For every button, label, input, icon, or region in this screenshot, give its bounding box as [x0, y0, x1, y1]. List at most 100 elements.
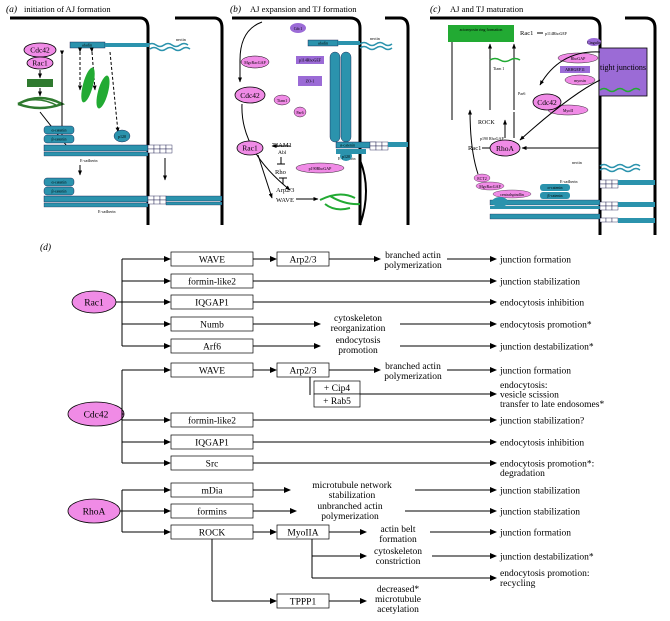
- svg-text:polymerization: polymerization: [384, 261, 442, 271]
- cell-membrane-right-b: [385, 16, 410, 225]
- rac1-tree-label: Rac1: [84, 299, 104, 309]
- svg-text:ROCK: ROCK: [478, 120, 495, 126]
- svg-text:junction destabilization*: junction destabilization*: [499, 553, 594, 563]
- panel-c-title: AJ and TJ maturation: [450, 4, 524, 14]
- svg-text:endocytosis promotion:: endocytosis promotion:: [500, 569, 589, 579]
- svg-text:junction stabilization: junction stabilization: [499, 278, 580, 288]
- svg-text:IQGAP1: IQGAP1: [195, 299, 229, 309]
- svg-text:decreased*: decreased*: [377, 585, 419, 595]
- svg-text:degradation: degradation: [500, 469, 545, 479]
- svg-text:tight junctions: tight junctions: [600, 63, 646, 72]
- svg-text:Src: Src: [206, 460, 219, 470]
- svg-text:ROCK: ROCK: [199, 529, 226, 539]
- svg-text:p190 RhoGAP: p190 RhoGAP: [480, 136, 504, 141]
- svg-text:formation: formation: [379, 534, 417, 545]
- e-cadherin-bar-2: [43, 195, 149, 203]
- cdc42-node-b: [234, 86, 266, 104]
- svg-text:p114RhoGEF: p114RhoGEF: [545, 31, 568, 36]
- rhoa-tree-label: RhoA: [83, 508, 106, 518]
- svg-text:cytoskeleton: cytoskeleton: [374, 547, 422, 557]
- panel-a-title: initiation of AJ formation: [24, 4, 111, 14]
- svg-text:junction destabilization*: junction destabilization*: [499, 343, 594, 353]
- panel-d: (d) Rac1 WAVE Arp2/3 branched actin poly…: [40, 242, 604, 615]
- svg-text:microtubule network: microtubule network: [312, 481, 392, 491]
- svg-text:nectin: nectin: [572, 160, 582, 165]
- cell-membrane-left-c: [430, 16, 602, 235]
- svg-text:transfer to late endosomes*: transfer to late endosomes*: [500, 399, 604, 410]
- rac1-label-b: Rac1: [242, 144, 258, 153]
- svg-text:β-catenin: β-catenin: [52, 189, 67, 194]
- svg-text:WAVE: WAVE: [199, 256, 225, 266]
- svg-text:polymerization: polymerization: [321, 512, 379, 522]
- svg-text:Tiam1: Tiam1: [277, 98, 287, 103]
- svg-text:Arp2/3: Arp2/3: [276, 187, 294, 194]
- svg-text:MyoIIA: MyoIIA: [287, 529, 318, 539]
- svg-text:β-catenin: β-catenin: [548, 193, 563, 198]
- svg-text:vesicle scission: vesicle scission: [500, 391, 559, 401]
- svg-text:branched actin: branched actin: [385, 251, 441, 261]
- svg-text:endocytosis:: endocytosis:: [500, 381, 548, 391]
- svg-text:unbranched actin: unbranched actin: [317, 502, 382, 512]
- panel-a: (a) initiation of AJ formation Cdc42 Rac…: [6, 4, 224, 225]
- svg-text:+ Rab5: + Rab5: [323, 397, 351, 407]
- cell-membrane-left-b: [232, 16, 362, 225]
- svg-text:Par6: Par6: [296, 110, 303, 115]
- svg-text:p120: p120: [342, 154, 350, 159]
- svg-text:endocytosis: endocytosis: [336, 336, 381, 346]
- svg-text:TPPP1: TPPP1: [290, 598, 317, 608]
- svg-text:nectin: nectin: [176, 37, 186, 42]
- cdc42-tree-label: Cdc42: [84, 411, 109, 421]
- rac1-label: Rac1: [32, 59, 48, 68]
- svg-text:Par6: Par6: [518, 91, 525, 96]
- svg-text:junction stabilization: junction stabilization: [499, 508, 580, 518]
- svg-text:Cdc42: Cdc42: [537, 98, 557, 107]
- svg-text:endocytosis inhibition: endocytosis inhibition: [500, 439, 584, 449]
- svg-text:mDia: mDia: [201, 487, 223, 497]
- panel-b-letter: (b): [230, 4, 241, 15]
- svg-text:α-catenin: α-catenin: [548, 185, 563, 190]
- svg-text:p114RhoGEF: p114RhoGEF: [299, 58, 322, 63]
- svg-text:actomyosin ring formation: actomyosin ring formation: [460, 27, 503, 32]
- svg-text:junction formation: junction formation: [499, 528, 571, 539]
- panel-b: (b) AJ expansion and TJ formation Cdc1 a…: [230, 4, 410, 226]
- svg-text:p120: p120: [118, 134, 126, 139]
- svg-text:endocytosis promotion*: endocytosis promotion*: [500, 321, 592, 331]
- svg-text:actin belt: actin belt: [380, 525, 415, 535]
- svg-text:Numb: Numb: [200, 321, 224, 331]
- svg-text:nectin: nectin: [370, 36, 380, 41]
- svg-text:IQGAP1: IQGAP1: [195, 439, 229, 449]
- svg-text:MgcRacGAP: MgcRacGAP: [479, 184, 501, 189]
- rac1-node-b: [236, 140, 264, 156]
- panel-b-title: AJ expansion and TJ formation: [250, 4, 357, 14]
- e-cadherin-bar-1: [43, 144, 149, 152]
- rab5-box: [313, 393, 361, 408]
- cell-membrane-right-c: [625, 16, 657, 235]
- panel-c-letter: (c): [430, 4, 441, 15]
- panel-d-letter: (d): [40, 242, 51, 253]
- svg-text:polymerization: polymerization: [384, 372, 442, 382]
- svg-text:microtubule: microtubule: [375, 595, 421, 605]
- cdc42-node-c: [532, 93, 562, 111]
- svg-text:E-cadherin: E-cadherin: [98, 209, 116, 214]
- rac1-node: [26, 56, 54, 70]
- svg-text:endocytosis promotion*:: endocytosis promotion*:: [500, 460, 594, 470]
- svg-text:Rac1: Rac1: [468, 145, 481, 152]
- svg-text:WAVE: WAVE: [276, 197, 294, 204]
- svg-text:Arp2/3: Arp2/3: [290, 367, 317, 377]
- panel-c: (c) AJ and TJ maturation actomyosin ring…: [430, 4, 657, 235]
- svg-text:reorganization: reorganization: [331, 324, 386, 334]
- svg-text:MyoII: MyoII: [563, 108, 574, 113]
- svg-text:MgcRacGAP: MgcRacGAP: [244, 60, 266, 65]
- svg-text:+ Cip4: + Cip4: [324, 384, 350, 394]
- svg-text:stabilization: stabilization: [329, 491, 376, 501]
- svg-text:formin-like2: formin-like2: [188, 416, 236, 427]
- svg-text:Rac1: Rac1: [520, 30, 533, 37]
- panel-a-letter: (a): [6, 4, 17, 15]
- svg-text:E-cadherin: E-cadherin: [560, 179, 578, 184]
- svg-text:β-catenin: β-catenin: [52, 137, 67, 142]
- svg-text:promotion: promotion: [338, 346, 378, 356]
- tight-junctions-box: [598, 47, 648, 97]
- actin-branches: [319, 193, 361, 211]
